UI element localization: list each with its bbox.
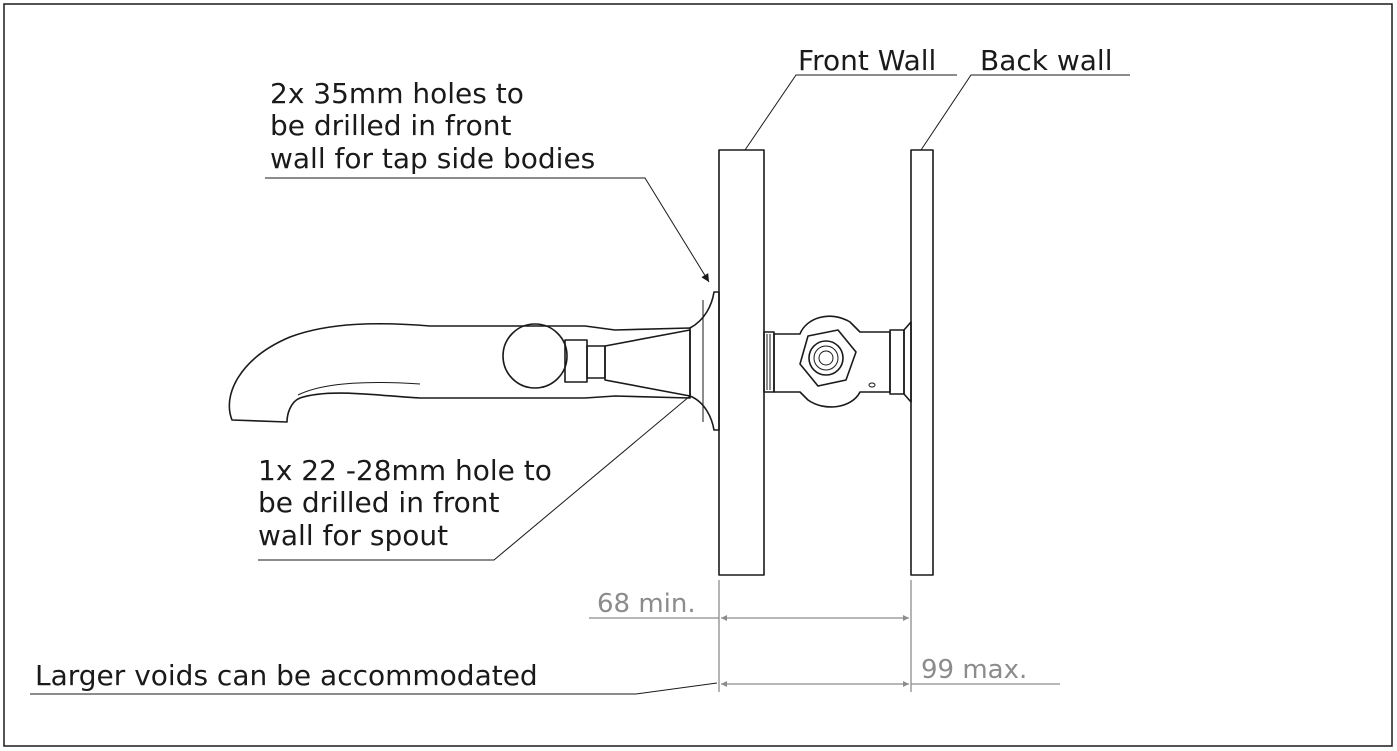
valve-body (763, 315, 912, 408)
tap-spout (228, 291, 720, 431)
front-wall (718, 149, 765, 576)
voids-note-label: Larger voids can be accommodated (35, 659, 538, 692)
side-holes-line-2: be drilled in front (270, 109, 511, 142)
back-wall (910, 149, 934, 576)
voids-note: Larger voids can be accommodated (30, 659, 718, 695)
spout-hole-line-3: wall for spout (258, 519, 448, 552)
side-holes-note: 2x 35mm holes to be drilled in front wal… (265, 77, 710, 283)
dimension-min: 68 min. (589, 580, 912, 692)
dimension-max-label: 99 max. (921, 655, 1027, 685)
spout-hole-note: 1x 22 -28mm hole to be drilled in front … (258, 395, 691, 561)
spout-hole-line-1: 1x 22 -28mm hole to (258, 454, 552, 487)
voids-note-leader (30, 682, 718, 695)
side-holes-leader (265, 177, 710, 283)
dimension-min-label: 68 min. (597, 589, 696, 619)
front-wall-leader (744, 74, 957, 151)
drawing-border (3, 3, 1393, 747)
dimension-max: 99 max. (721, 655, 1060, 687)
side-holes-line-3: wall for tap side bodies (270, 142, 595, 175)
spout-hole-line-2: be drilled in front (258, 486, 499, 519)
side-holes-line-1: 2x 35mm holes to (270, 77, 524, 110)
spout-hole-leader (258, 395, 691, 561)
front-wall-label: Front Wall (798, 44, 936, 77)
back-wall-leader (920, 74, 1130, 151)
back-wall-label: Back wall (980, 44, 1113, 77)
